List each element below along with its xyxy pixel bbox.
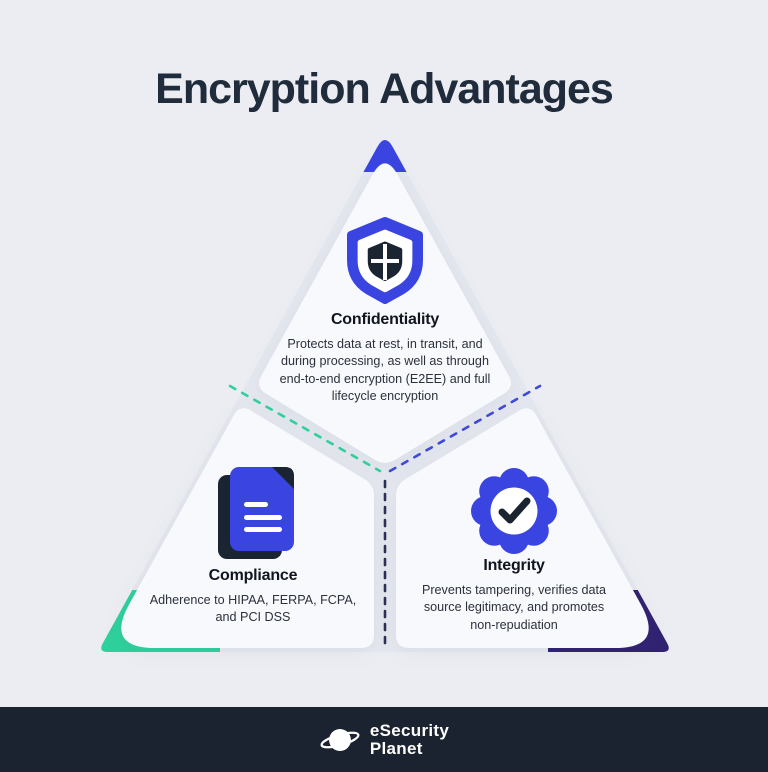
integrity-heading: Integrity <box>483 557 545 574</box>
badge-check-icon <box>471 468 557 554</box>
brand-line1: eSecurity <box>369 720 450 740</box>
shield-icon <box>347 217 423 304</box>
planet-logo-icon <box>320 728 360 751</box>
footer: eSecurity Planet <box>0 707 768 772</box>
compliance-heading: Compliance <box>208 567 298 584</box>
integrity-description: Prevents tampering, verifies data source… <box>421 583 607 632</box>
brand-line2: Planet <box>369 738 423 758</box>
page-title: Encryption Advantages <box>155 64 614 113</box>
dashed-divider-left <box>228 384 382 473</box>
confidentiality-text-block: Confidentiality Protects data at rest, i… <box>260 311 510 406</box>
dashed-divider-right <box>388 384 542 473</box>
confidentiality-heading: Confidentiality <box>330 311 440 328</box>
compliance-text-block: Compliance Adherence to HIPAA, FERPA, FC… <box>128 567 378 627</box>
brand-wordmark: eSecurity Planet <box>369 720 450 758</box>
integrity-text-block: Integrity Prevents tampering, verifies d… <box>404 557 624 634</box>
documents-icon <box>218 467 294 559</box>
section-confidentiality <box>259 163 511 463</box>
compliance-description: Adherence to HIPAA, FERPA, FCPA, and PCI… <box>149 593 357 625</box>
confidentiality-description: Protects data at rest, in transit, and d… <box>279 337 491 404</box>
